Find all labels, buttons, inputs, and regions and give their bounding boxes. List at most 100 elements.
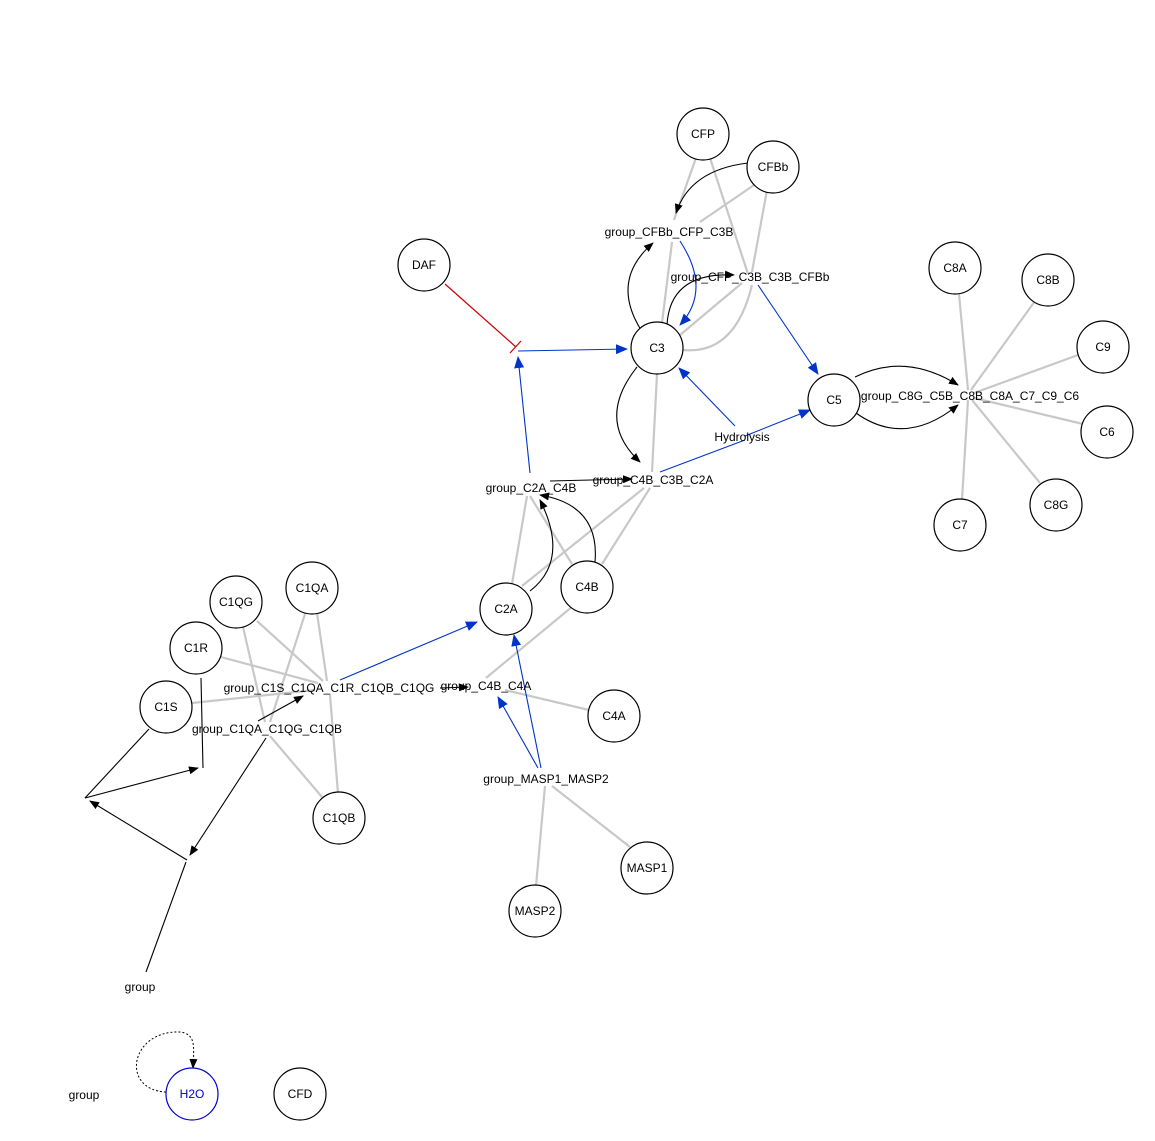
edge-c1r-group-c1 bbox=[220, 655, 319, 685]
edge-c1qb-group-c1qa-c1qg-c1qb bbox=[269, 735, 323, 798]
edge-group-masp-to-c2a bbox=[511, 634, 542, 769]
edge-c4b-group-c4b-c3b-c2a bbox=[601, 487, 651, 565]
edge-c2a-group-c4b-c3b-c2a bbox=[521, 487, 645, 587]
node-label-c6: C6 bbox=[1099, 425, 1115, 439]
node-cfbb[interactable]: CFBb bbox=[746, 140, 800, 194]
group-label-cfp-c3b-c3b-cfbb[interactable]: group_CFP_C3B_C3B_CFBb bbox=[671, 270, 830, 284]
group-label-isolated[interactable]: group bbox=[69, 1088, 100, 1102]
edge-masp1-group-masp bbox=[551, 785, 631, 848]
edge-masp2-group-masp bbox=[534, 785, 547, 887]
edge-group-masp-to-group-c4b-c4a bbox=[497, 696, 539, 769]
node-label-c1s: C1S bbox=[154, 700, 177, 714]
group-label-c2a-c4b[interactable]: group_C2A_C4B bbox=[486, 481, 577, 495]
edge-cfbb-group-cfbb-cfp-c3b bbox=[699, 182, 758, 223]
activation-edges bbox=[339, 240, 819, 769]
node-c2a[interactable]: C2A bbox=[479, 582, 533, 636]
edge-c1r-to-junction bbox=[200, 677, 204, 769]
node-c1qg[interactable]: C1QG bbox=[209, 575, 263, 629]
edge-group-c1qa-to-junction-c bbox=[189, 737, 267, 856]
edge-c9-group-c8 bbox=[973, 353, 1079, 395]
group-label-c4b-c3b-c2a[interactable]: group_C4B_C3B_C2A bbox=[593, 473, 714, 487]
node-masp1[interactable]: MASP1 bbox=[620, 841, 674, 895]
nodes: CFP CFBb DAF C3 C8A C8B C9 C5 C6 C8G C7 … bbox=[139, 107, 1134, 1121]
edge-c4a-group-c4b-c4a bbox=[504, 688, 590, 712]
node-c8b[interactable]: C8B bbox=[1021, 253, 1075, 307]
edge-cfbb-to-group-cfbb-cfp-c3b bbox=[674, 162, 749, 214]
node-c1r[interactable]: C1R bbox=[169, 621, 223, 675]
edge-group-c1-to-group-c4b-c4a bbox=[439, 683, 469, 692]
node-daf[interactable]: DAF bbox=[397, 238, 451, 292]
node-label-c3: C3 bbox=[649, 341, 665, 355]
node-label-masp2: MASP2 bbox=[515, 904, 556, 918]
edge-c1s-to-junction-a bbox=[84, 728, 150, 799]
node-c3[interactable]: C3 bbox=[630, 321, 684, 375]
node-h2o[interactable]: H2O bbox=[165, 1067, 219, 1121]
edge-c7-group-c8 bbox=[960, 399, 970, 501]
edge-c3-to-group-cfp-c3b bbox=[666, 270, 735, 326]
edge-c1qa-group-c1 bbox=[315, 612, 329, 682]
node-masp2[interactable]: MASP2 bbox=[508, 884, 562, 938]
edge-junction-c-to-junction-a bbox=[89, 800, 188, 861]
edge-c1qa-group-c1qa-c1qg-c1qb bbox=[268, 613, 307, 723]
group-label-hydrolysis[interactable]: Hydrolysis bbox=[714, 430, 769, 444]
edge-group-c2a-c4b-to-group-c4b-c3b-c2a bbox=[549, 475, 633, 484]
group-label-c1qa-c1qg-c1qb[interactable]: group_C1QA_C1QG_C1QB bbox=[192, 722, 342, 736]
node-c1s[interactable]: C1S bbox=[139, 680, 193, 734]
node-cfp[interactable]: CFP bbox=[676, 107, 730, 161]
node-c4b[interactable]: C4B bbox=[560, 560, 614, 614]
node-c5[interactable]: C5 bbox=[807, 373, 861, 427]
inhibition-edges bbox=[444, 283, 522, 354]
edge-c3-group-cfp-c3b-c3b-cfbb-loop bbox=[682, 284, 754, 352]
group-label-bottom[interactable]: group bbox=[125, 980, 156, 994]
node-c1qa[interactable]: C1QA bbox=[285, 561, 339, 615]
node-c8a[interactable]: C8A bbox=[928, 241, 982, 295]
node-c8g[interactable]: C8G bbox=[1029, 478, 1083, 532]
node-label-c1r: C1R bbox=[184, 641, 208, 655]
node-label-c4b: C4B bbox=[575, 580, 598, 594]
node-label-c2a: C2A bbox=[494, 602, 517, 616]
edge-group-c4b-c3b-c2a-to-hydrolysis bbox=[659, 439, 746, 473]
tee-bar-icon bbox=[509, 340, 522, 354]
node-label-c1qa: C1QA bbox=[296, 581, 329, 595]
node-c4a[interactable]: C4A bbox=[587, 689, 641, 743]
node-label-c8a: C8A bbox=[943, 261, 966, 275]
edge-c3-group-cfp-c3b-c3b-cfbb bbox=[679, 282, 743, 336]
node-label-cfd: CFD bbox=[288, 1087, 313, 1101]
group-label-c8g-c5b-c8b-c8a-c7-c9-c6[interactable]: group_C8G_C5B_C8B_C8A_C7_C9_C6 bbox=[861, 389, 1079, 403]
group-label-c4b-c4a[interactable]: group_C4B_C4A bbox=[441, 679, 532, 693]
edge-c1qg-group-c1qa-c1qg-c1qb bbox=[241, 626, 267, 723]
node-label-c8b: C8B bbox=[1036, 273, 1059, 287]
edge-c3-to-group-c4b-c3b-c2a bbox=[616, 366, 641, 463]
group-labels: group_CFBb_CFP_C3B group_CFP_C3B_C3B_CFB… bbox=[69, 225, 1080, 1102]
edge-c1qg-group-c1 bbox=[256, 620, 324, 682]
reaction-edges bbox=[84, 162, 959, 973]
edge-c1qb-group-c1 bbox=[328, 694, 340, 794]
node-c9[interactable]: C9 bbox=[1076, 320, 1130, 374]
node-c1qb[interactable]: C1QB bbox=[312, 791, 366, 845]
node-cfd[interactable]: CFD bbox=[273, 1067, 327, 1121]
node-label-masp1: MASP1 bbox=[627, 861, 668, 875]
node-label-cfbb: CFBb bbox=[758, 160, 789, 174]
group-label-cfbb-cfp-c3b[interactable]: group_CFBb_CFP_C3B bbox=[605, 225, 734, 239]
group-label-masp1-masp2[interactable]: group_MASP1_MASP2 bbox=[483, 772, 609, 786]
edge-c8b-group-c8 bbox=[970, 300, 1036, 391]
edge-junction-to-c3 bbox=[517, 344, 628, 355]
node-label-c4a: C4A bbox=[602, 709, 625, 723]
edge-c8g-group-c8 bbox=[971, 399, 1041, 484]
node-c6[interactable]: C6 bbox=[1080, 405, 1134, 459]
edge-c3-group-c4b-c3b-c2a bbox=[650, 373, 659, 473]
edge-group-c2a-c4b-to-junction bbox=[514, 356, 531, 474]
node-label-c1qg: C1QG bbox=[219, 595, 253, 609]
edge-c2a-to-group-c2a-c4b bbox=[529, 499, 554, 592]
node-label-c5: C5 bbox=[826, 393, 842, 407]
group-label-c1s-c1qa-c1r-c1qb-c1qg[interactable]: group_C1S_C1QA_C1R_C1QB_C1QG bbox=[224, 681, 435, 695]
edge-hydrolysis-to-c5 bbox=[744, 409, 811, 437]
node-label-c1qb: C1QB bbox=[323, 811, 356, 825]
node-label-daf: DAF bbox=[412, 258, 436, 272]
node-c7[interactable]: C7 bbox=[933, 498, 987, 552]
edge-group-c1-to-c2a bbox=[339, 621, 478, 681]
edge-c3-to-group-cfbb-cfp-c3b bbox=[627, 242, 654, 331]
node-label-c7: C7 bbox=[952, 518, 968, 532]
edge-h2o-self-loop bbox=[136, 1031, 198, 1093]
